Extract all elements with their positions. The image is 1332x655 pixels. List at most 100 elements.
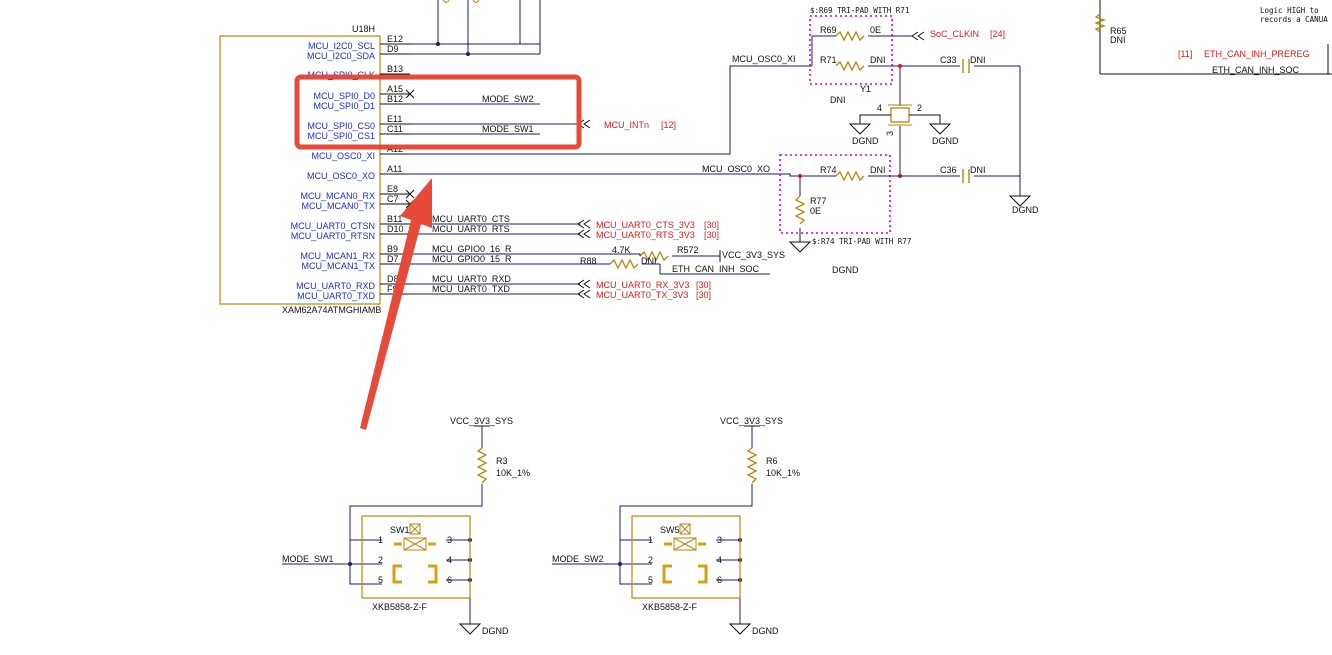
pin-number: F9: [387, 284, 398, 294]
net-gpio0-15: MCU_GPIO0_15_R: [432, 254, 512, 264]
pin-name: MCU_MCAN1_TX: [301, 261, 375, 271]
r77-value: 0E: [810, 206, 821, 216]
pin-name: MCU_MCAN1_RX: [300, 251, 375, 261]
net-eth-can-inh-prereg: ETH_CAN_INH_PREREG: [1204, 49, 1310, 59]
pin-name: MCU_SPI0_D0: [313, 91, 375, 101]
r88-value: DNI: [641, 256, 657, 266]
ic-body: [219, 35, 381, 305]
tri-pad-note-1: $:R69 TRI-PAD WITH R71: [810, 6, 909, 15]
sw5-ref: SW5: [660, 525, 680, 535]
net-eth-can-inh-soc: ETH_CAN_INH_SOC: [672, 264, 760, 274]
pin-name: MCU_I2C0_SCL: [308, 41, 375, 51]
r3-ref: R3: [496, 456, 508, 466]
dgnd-sw5: DGND: [752, 626, 779, 636]
pin-number: C7: [387, 194, 399, 204]
net-uart0-rts-3v3-ref: [30]: [704, 230, 719, 240]
sw1-pin1: 1: [378, 535, 383, 545]
net-uart0-txd: MCU_UART0_TXD: [432, 284, 510, 294]
net-uart0-rx-3v3: MCU_UART0_RX_3V3: [596, 280, 689, 290]
net-uart0-rts-3v3: MCU_UART0_RTS_3V3: [596, 230, 695, 240]
r77-ref: R77: [810, 196, 827, 206]
r88-ref: R88: [580, 256, 597, 266]
net-mcu-intn: MCU_INTn: [604, 120, 649, 130]
pin-name: MCU_SPI0_CS0: [307, 121, 375, 131]
tri-pad-note-2: $:R74 TRI-PAD WITH R77: [812, 237, 911, 246]
pin-number: D10: [387, 224, 404, 234]
net-eth-can-inh-prereg-ref: [11]: [1178, 49, 1192, 59]
pin-name: MCU_UART0_RTSN: [291, 231, 375, 241]
net-mode-sw2: MODE_SW2: [482, 94, 534, 104]
sw5-net-mode: MODE_SW2: [552, 554, 604, 564]
pin-number: B12: [387, 94, 403, 104]
sw5-pin4: 4: [717, 555, 722, 565]
net-uart0-cts-3v3: MCU_UART0_CTS_3V3: [596, 220, 695, 230]
r74-value: DNI: [870, 165, 886, 175]
dgnd-y1-right: DGND: [932, 136, 959, 146]
pin-number: E12: [387, 34, 403, 44]
pin-name: MCU_UART0_CTSN: [291, 221, 375, 231]
pin-number: E8: [387, 184, 398, 194]
annotation-arrow: [360, 178, 432, 430]
pin-number: E11: [387, 114, 402, 124]
sw1-part: XKB5858-Z-F: [372, 602, 428, 612]
y1-pin3: 3: [885, 131, 895, 136]
net-uart0-rts: MCU_UART0_RTS: [432, 224, 510, 234]
sw5-pin2: 2: [648, 555, 653, 565]
net-mode-sw1: MODE_SW1: [482, 124, 534, 134]
net-uart0-cts: MCU_UART0_CTS: [432, 214, 510, 224]
ic-part-number: XAM62A74ATMGHIAMB: [282, 305, 381, 315]
pin-number: D8: [387, 274, 399, 284]
dgnd-y1-left: DGND: [852, 136, 879, 146]
pin-name: MCU_SPI0_D1: [313, 101, 375, 111]
r65-value: DNI: [1110, 35, 1126, 45]
crystal-y1: [890, 107, 910, 123]
dgnd-sw1: DGND: [482, 626, 509, 636]
pin-number: B9: [387, 244, 398, 254]
r69-ref: R69: [820, 25, 837, 35]
sw1-pin5: 5: [378, 575, 383, 585]
sw1-ref: SW1: [390, 525, 410, 535]
sw1-pin2: 2: [378, 555, 383, 565]
pin-name: MCU_UART0_TXD: [297, 291, 375, 301]
sw1-pin3: 3: [447, 535, 452, 545]
sw5-body: [631, 515, 741, 599]
sw5-pin1: 1: [648, 535, 653, 545]
net-soc-clkin-ref: [24]: [990, 29, 1005, 39]
pin-name: MCU_UART0_RXD: [296, 281, 375, 291]
y1-value: DNI: [830, 95, 846, 105]
vcc-label-sw5: VCC_3V3_SYS: [720, 416, 783, 426]
c36-value: DNI: [970, 165, 986, 175]
pin-number: B11: [387, 214, 402, 224]
c36-ref: C36: [940, 165, 957, 175]
pin-name: MCU_SPI0_CS1: [307, 131, 375, 141]
tri-pad-box-r74: [779, 154, 891, 234]
pin-number: B13: [387, 64, 403, 74]
y1-pin2: 2: [917, 103, 922, 113]
logic-note-1: Logic HIGH to: [1260, 6, 1319, 15]
net-uart0-cts-3v3-ref: [30]: [704, 220, 719, 230]
vcc-label-top: VCC_3V3_SYS: [722, 250, 785, 260]
net-mcu-intn-ref: [12]: [661, 120, 676, 130]
net-gpio0-16: MCU_GPIO0_16_R: [432, 244, 512, 254]
sw5-part: XKB5858-Z-F: [642, 602, 698, 612]
dgnd-c36: DGND: [1012, 205, 1039, 215]
r74-ref: R74: [820, 165, 837, 175]
sw1-body: [361, 515, 471, 599]
net-soc-clkin: SoC_CLKIN: [930, 29, 979, 39]
r71-ref: R71: [820, 55, 837, 65]
logic-note-2: records a CANUA: [1260, 15, 1328, 24]
pin-name: MCU_OSC0_XI: [311, 151, 375, 161]
dgnd-r77: DGND: [832, 265, 859, 275]
net-uart0-tx-3v3: MCU_UART0_TX_3V3: [596, 290, 688, 300]
net-uart0-tx-3v3-ref: [30]: [696, 290, 711, 300]
y1-ref: Y1: [860, 84, 871, 94]
sw5-pin3: 3: [717, 535, 722, 545]
pin-number: C11: [387, 124, 403, 134]
pin-name: MCU_OSC0_XO: [307, 171, 375, 181]
r71-value: DNI: [870, 55, 886, 65]
pin-number: D7: [387, 254, 399, 264]
c33-ref: C33: [940, 55, 957, 65]
pin-number: D9: [387, 44, 399, 54]
sw1-pin6: 6: [447, 575, 452, 585]
